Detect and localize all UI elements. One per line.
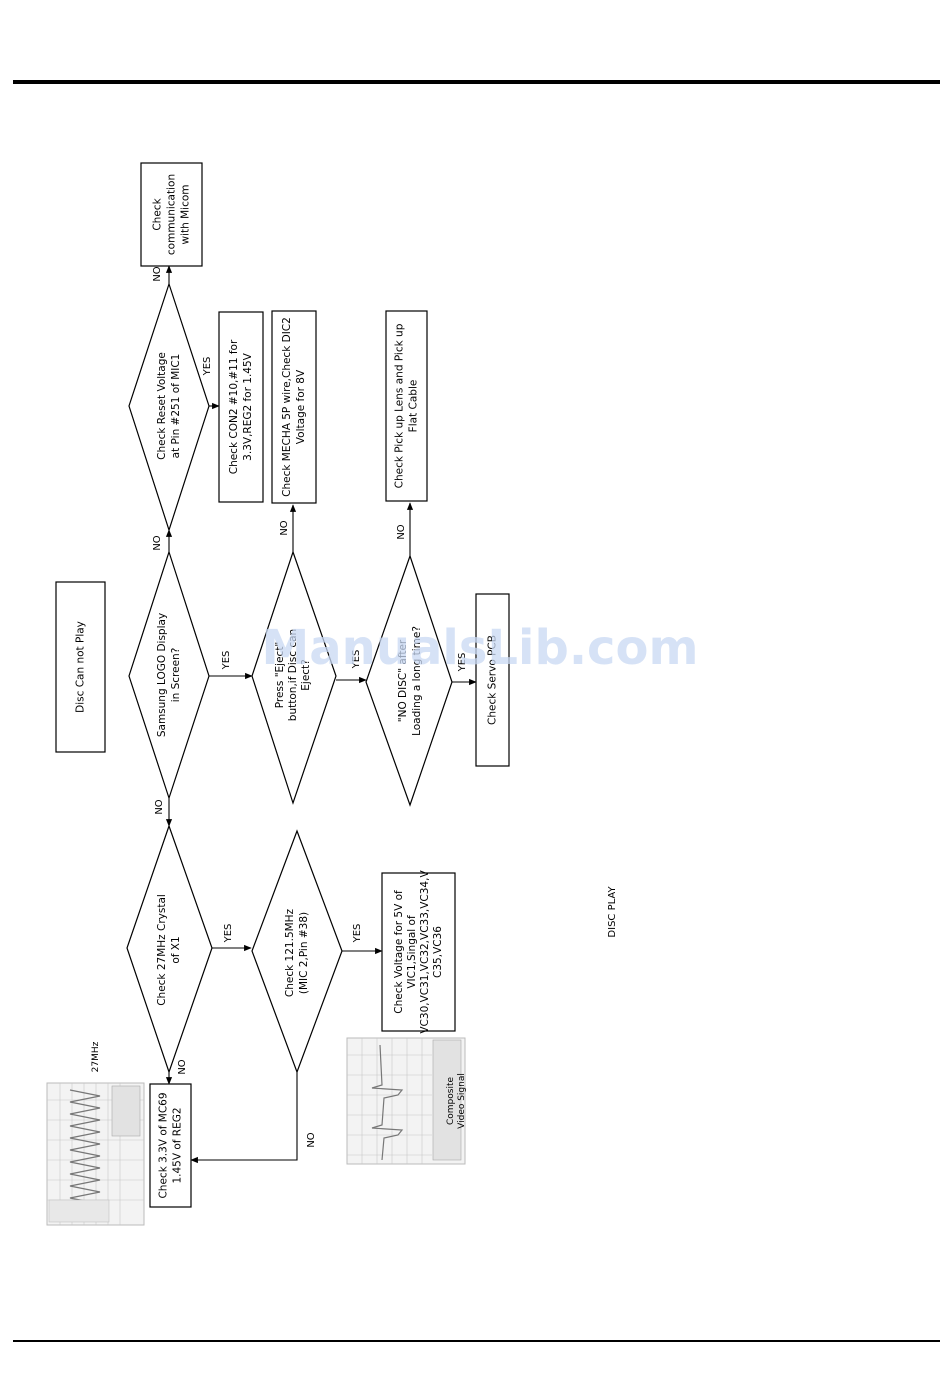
label-eject-yes: YES <box>351 650 362 670</box>
micom-text-line: with Micom <box>180 184 192 244</box>
scope-image-crystal: 27MHz <box>46 1041 145 1226</box>
label-nodisc-no: NO <box>396 524 407 539</box>
label-logo-no-bottom: NO <box>154 799 165 814</box>
label-mhz-yes: YES <box>352 924 363 944</box>
voltage-text-line: Check Voltage for 5V of <box>393 890 405 1014</box>
scope-caption-video-line2: Video Signal <box>457 1073 467 1129</box>
shapes <box>55 162 510 1208</box>
label-eject-no: NO <box>279 520 290 535</box>
nodisc-text-line: Loading a long time? <box>411 626 423 736</box>
reg2-text-line: Check 3.3V of MC69 <box>158 1092 170 1198</box>
label-logo-yes: YES <box>221 651 232 671</box>
crystal-diamond <box>126 824 213 1074</box>
page-title: DISC PLAY <box>607 886 618 938</box>
mecha-box <box>271 310 317 504</box>
reg2-text-line: 1.45V of REG2 <box>172 1107 184 1183</box>
mhz-text-line: (MIC 2,Pin #38) <box>298 912 310 994</box>
con2-text-line: Check CON2 #10,#11 for <box>228 339 240 474</box>
voltage-text-line: VIC1,Singal of <box>406 915 418 989</box>
reset-text-line: at Pin #251 of MIC1 <box>170 354 182 459</box>
logo-text-line: Samsung LOGO Display <box>156 613 168 737</box>
label-nodisc-yes: YES <box>457 653 468 673</box>
micom-box <box>140 162 203 267</box>
mhz-diamond <box>251 829 343 1074</box>
servo-box <box>475 593 510 767</box>
reset-text-line: Check Reset Voltage <box>156 352 168 460</box>
micom-text-line: Check <box>152 197 164 230</box>
reg2-box <box>149 1083 192 1208</box>
watermark: ManualsLib.com <box>262 620 699 676</box>
pickup-text-line: Flat Cable <box>408 380 420 433</box>
micom-text-line: communication <box>166 174 178 255</box>
servo-text-line: Check Servo PCB <box>487 635 499 725</box>
label-reset-yes: YES <box>202 357 213 377</box>
crystal-text-line: of X1 <box>170 936 182 963</box>
scope-caption-video-line1: Composite <box>446 1077 456 1125</box>
nodisc-diamond <box>365 554 453 807</box>
scope-image-video: Composite Video Signal <box>346 1037 467 1165</box>
eject-text-line: Eject? <box>300 659 312 690</box>
voltage-text-line: C35,VC36 <box>432 926 444 978</box>
eject-text-line: button,if Disc can <box>287 629 299 721</box>
pickup-text-line: Check Pick up Lens and Pick up <box>394 323 406 488</box>
label-crystal-no: NO <box>177 1059 188 1074</box>
start-box <box>55 581 106 753</box>
reset-diamond <box>128 282 210 532</box>
scope-caption-crystal: 27MHz <box>91 1041 101 1072</box>
voltage-text-line: VC30,VC31,VC32,VC33,VC34,V <box>419 870 431 1034</box>
label-logo-no: NO <box>152 535 163 550</box>
label-reset-no: NO <box>152 266 163 281</box>
nodisc-text-line: "NO DISC" after <box>397 639 409 722</box>
edges <box>165 265 477 1164</box>
eject-text-line: Press "Eject" <box>274 642 286 709</box>
eject-diamond <box>251 550 337 805</box>
edge-labels: NO YES NO YES NO NO YES NO YES NO YES YE… <box>152 266 468 1147</box>
mecha-text-line: Check MECHA 5P wire,Check DIC2 <box>281 317 293 497</box>
edge-mhz-reg2 <box>190 1072 298 1164</box>
con2-text-line: 3.3V,REG2 for 1.45V <box>242 352 254 460</box>
start-text-line: Disc Can not Play <box>75 621 87 713</box>
mhz-text-line: Check 121.5MHz <box>284 908 296 997</box>
voltage-box <box>381 872 456 1032</box>
label-mhz-no: NO <box>306 1132 317 1147</box>
crystal-text-line: Check 27MHz Crystal <box>156 894 168 1006</box>
mecha-text-line: Voltage for 8V <box>295 369 307 444</box>
logo-text-line: in Screen? <box>170 648 182 703</box>
con2-box <box>218 311 264 503</box>
label-crystal-yes: YES <box>223 924 234 944</box>
pickup-box <box>385 310 428 502</box>
logo-diamond <box>128 550 210 800</box>
